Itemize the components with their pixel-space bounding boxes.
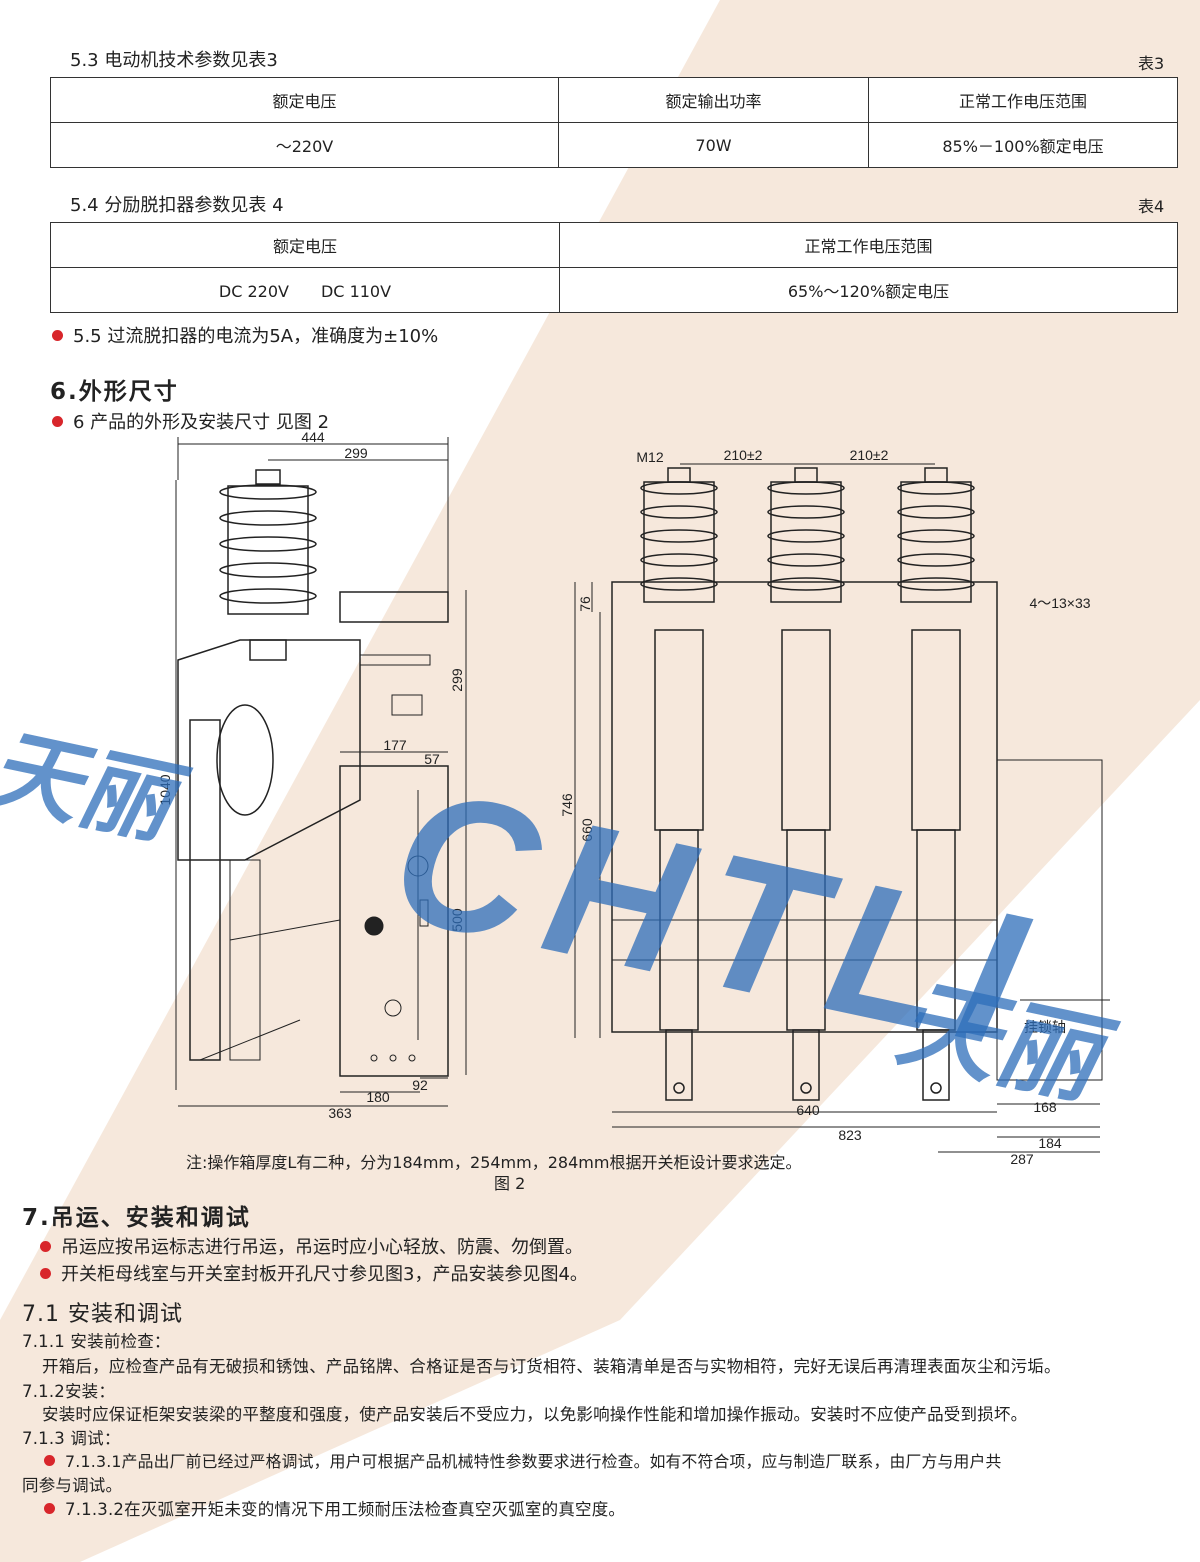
table-header-cell: 正常工作电压范围 (868, 77, 1178, 123)
dim-76: 76 (577, 596, 593, 612)
table-4: 额定电压 正常工作电压范围 DC 220V DC 110V 65%～120%额定… (50, 222, 1178, 313)
bullet-text: 吊运应按吊运标志进行吊运，吊运时应小心轻放、防震、勿倒置。 (61, 1237, 583, 1258)
table-cell: DC 220V DC 110V (50, 267, 560, 313)
section-7-1-2-body: 安装时应保证柜架安装梁的平整度和强度，使产品安装后不受应力，以免影响操作性能和增… (42, 1405, 1028, 1424)
table-3: 额定电压 额定输出功率 正常工作电压范围 ～220V 70W 85%－100%额… (50, 77, 1178, 168)
figure-front-view: M12 210±2 210±2 4～13×33 76 746 660 (559, 447, 1110, 1167)
table-3-label: 表3 (1138, 54, 1165, 73)
dim-287: 287 (1010, 1151, 1034, 1167)
section-7-1-3-1: 7.1.3.1产品出厂前已经过严格调试，用户可根据产品机械特性参数要求进行检查。… (44, 1449, 1002, 1472)
table-row: DC 220V DC 110V 65%～120%额定电压 (50, 267, 1178, 313)
label-lock-shaft: 挂锁轴 (1024, 1019, 1066, 1035)
bullet-dot (44, 1455, 55, 1466)
table-header-row: 额定电压 额定输出功率 正常工作电压范围 (50, 77, 1178, 123)
table-cell: 65%～120%额定电压 (559, 267, 1178, 313)
table-header-cell: 正常工作电压范围 (559, 222, 1178, 268)
dim-180: 180 (366, 1089, 390, 1105)
section-7-1-3-2: 7.1.3.2在灭弧室开矩未变的情况下用工频耐压法检查真空灭弧室的真空度。 (44, 1496, 625, 1520)
dim-1040: 1040 (157, 774, 173, 805)
section-6-title: 6.外形尺寸 (50, 379, 179, 405)
figure-note: 注:操作箱厚度L有二种，分为184mm，254mm，284mm根据开关柜设计要求… (186, 1153, 802, 1172)
bullet-5-5: 5.5 过流脱扣器的电流为5A，准确度为±10% (52, 322, 438, 348)
bullet-dot (52, 416, 63, 427)
bullet-7-2: 开关柜母线室与开关室封板开孔尺寸参见图3，产品安装参见图4。 (40, 1260, 588, 1286)
dim-660: 660 (579, 818, 595, 842)
table-row: ～220V 70W 85%－100%额定电压 (50, 122, 1178, 168)
bullet-dot (40, 1241, 51, 1252)
dim-210-b: 210±2 (850, 447, 889, 463)
section-7-1-title: 7.1 安装和调试 (22, 1302, 183, 1327)
section-5-4-caption: 5.4 分励脱扣器参数见表 4 (70, 195, 284, 216)
section-7-1-3-1-cont: 同参与调试。 (22, 1476, 123, 1495)
table-header-cell: 额定电压 (50, 77, 559, 123)
dim-500: 500 (449, 908, 465, 932)
section-7-title: 7.吊运、安装和调试 (22, 1205, 251, 1231)
dim-746: 746 (559, 793, 575, 817)
table-4-label: 表4 (1138, 197, 1165, 216)
dim-m12: M12 (636, 449, 663, 465)
section-5-3-caption: 5.3 电动机技术参数见表3 (70, 50, 278, 71)
section-7-1-1-title: 7.1.1 安装前检查： (22, 1332, 171, 1351)
table-cell: 85%－100%额定电压 (868, 122, 1178, 168)
dim-92: 92 (412, 1077, 428, 1093)
figure-caption: 图 2 (494, 1174, 526, 1193)
dim-168: 168 (1033, 1099, 1057, 1115)
bullet-7-1: 吊运应按吊运标志进行吊运，吊运时应小心轻放、防震、勿倒置。 (40, 1233, 583, 1259)
bullet-dot (44, 1503, 55, 1514)
bullet-dot (52, 330, 63, 341)
dim-210-a: 210±2 (724, 447, 763, 463)
dim-57: 57 (424, 751, 440, 767)
bullet-text: 开关柜母线室与开关室封板开孔尺寸参见图3，产品安装参见图4。 (61, 1264, 588, 1285)
table-header-row: 额定电压 正常工作电压范围 (50, 222, 1178, 268)
bullet-text: 5.5 过流脱扣器的电流为5A，准确度为±10% (73, 326, 439, 347)
bullet-dot (40, 1268, 51, 1279)
dim-444: 444 (301, 430, 325, 445)
dim-177: 177 (383, 737, 407, 753)
table-cell: ～220V (50, 122, 559, 168)
dim-299-top: 299 (344, 445, 368, 461)
bullet-text: 7.1.3.1产品出厂前已经过严格调试，用户可根据产品机械特性参数要求进行检查。… (65, 1452, 1002, 1471)
bullet-text: 7.1.3.2在灭弧室开矩未变的情况下用工频耐压法检查真空灭弧室的真空度。 (65, 1500, 626, 1519)
table-cell: 70W (558, 122, 869, 168)
section-7-1-1-body: 开箱后，应检查产品有无破损和锈蚀、产品铭牌、合格证是否与订货相符、装箱清单是否与… (42, 1357, 1061, 1376)
bullet-6: 6 产品的外形及安装尺寸 见图 2 (52, 408, 329, 434)
dim-640: 640 (796, 1102, 820, 1118)
bullet-text: 6 产品的外形及安装尺寸 见图 2 (73, 412, 330, 433)
dim-299-right: 299 (449, 668, 465, 692)
section-7-1-3-title: 7.1.3 调试： (22, 1429, 121, 1448)
section-7-1-2-title: 7.1.2安装： (22, 1382, 116, 1401)
dim-184: 184 (1038, 1135, 1062, 1151)
figure-side-view: 444 299 1040 299 500 177 57 180 92 363 (157, 430, 467, 1121)
dim-823: 823 (838, 1127, 862, 1143)
table-header-cell: 额定输出功率 (558, 77, 869, 123)
dim-4-13x33: 4～13×33 (1029, 595, 1090, 611)
dim-363: 363 (328, 1105, 352, 1121)
table-header-cell: 额定电压 (50, 222, 560, 268)
